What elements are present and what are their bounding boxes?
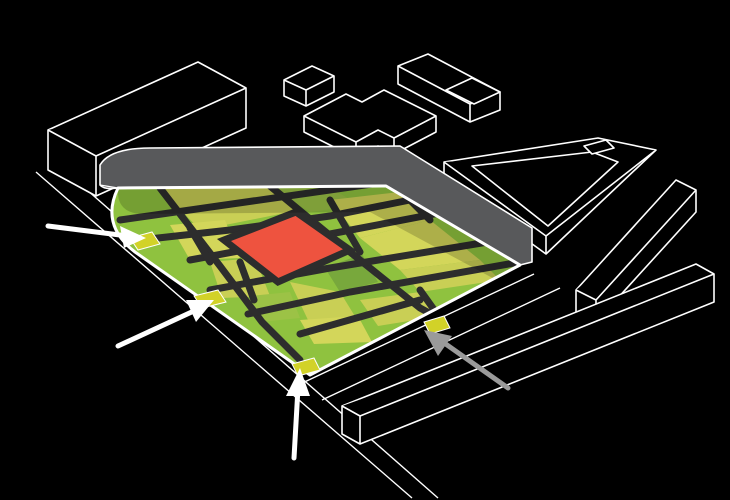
context-buildings <box>47 53 715 445</box>
building-east-courtyard <box>443 137 657 255</box>
building-northeast <box>397 53 501 123</box>
wall-body <box>99 145 533 266</box>
entry-arrow-southwest <box>115 300 214 349</box>
building-northwest <box>47 61 247 197</box>
access-arrows <box>45 223 511 461</box>
entry-arrow-west <box>45 223 146 248</box>
wall-top-edge <box>99 184 119 189</box>
building-north-small <box>283 65 335 107</box>
entry-arrow-south <box>286 368 310 461</box>
focus-plot-border <box>216 208 358 287</box>
plot-south-a <box>300 316 372 344</box>
wall-shadow <box>117 186 520 282</box>
building-south-slab <box>341 263 715 445</box>
road-edge-east <box>295 273 535 387</box>
entry-arrow-southeast <box>424 330 511 391</box>
perimeter-wall <box>99 145 533 266</box>
entry-marker-southeast <box>423 315 451 335</box>
road-edge-west-1 <box>35 171 413 499</box>
